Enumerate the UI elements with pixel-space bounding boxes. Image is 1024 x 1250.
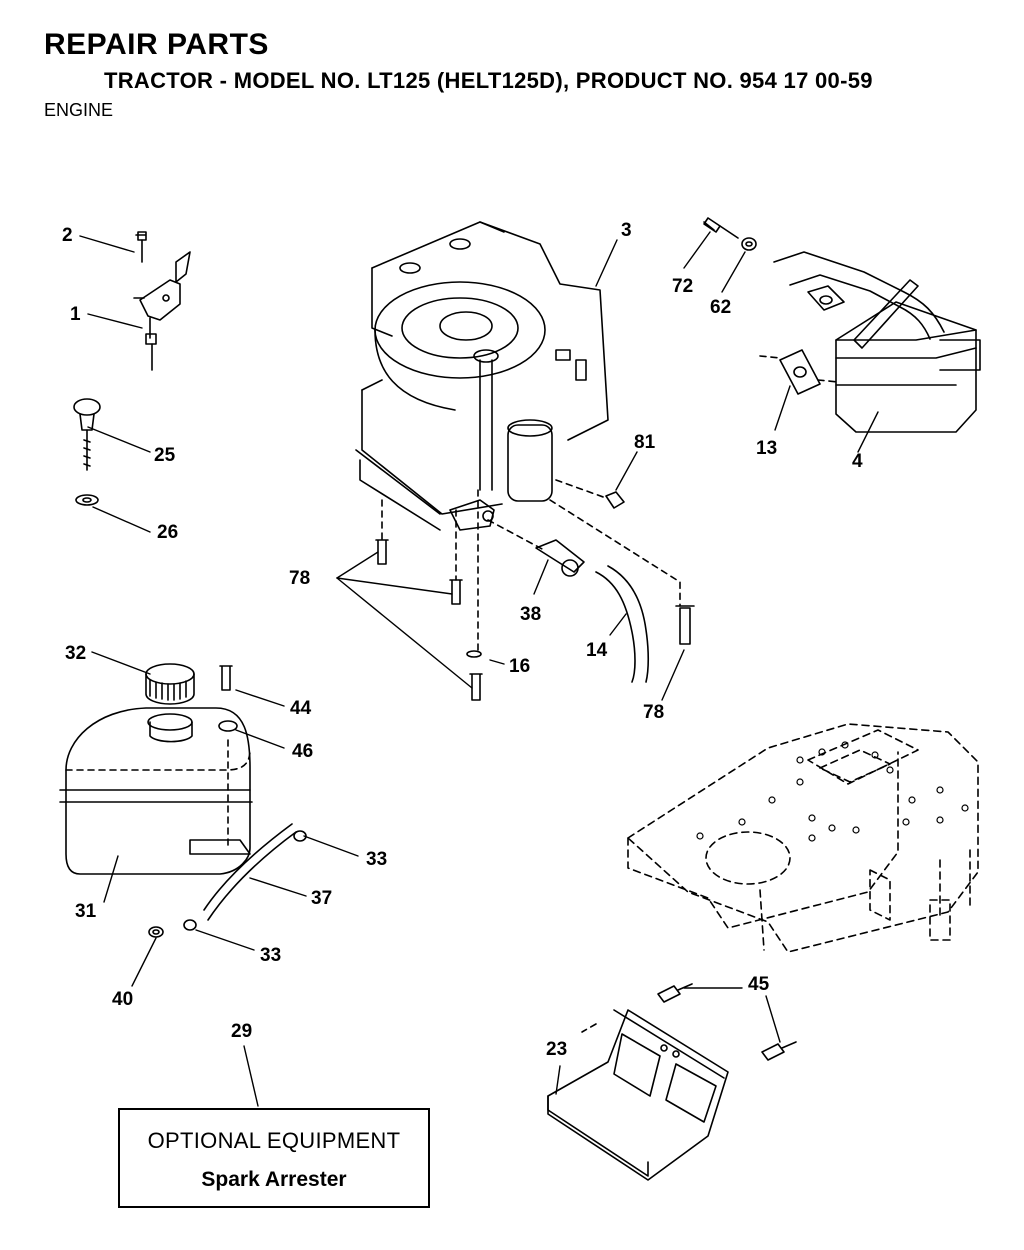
page-title: REPAIR PARTS	[44, 28, 269, 61]
callout-25: 25	[154, 445, 176, 466]
engine-drawing	[355, 221, 609, 531]
section-label: ENGINE	[44, 100, 114, 120]
callout-1: 1	[70, 304, 81, 325]
frame-holes	[696, 741, 969, 842]
callout-16: 16	[509, 656, 530, 677]
optional-equipment-box: OPTIONAL EQUIPMENT Spark Arrester	[118, 1108, 430, 1208]
callout-46: 46	[292, 741, 313, 762]
muffler-drawing	[703, 217, 981, 433]
callout-81: 81	[634, 432, 656, 453]
callout-62: 62	[710, 297, 731, 318]
callout-23: 23	[546, 1039, 567, 1060]
choke-knob-drawing	[73, 398, 101, 506]
callout-3: 3	[621, 220, 632, 241]
tractor-frame-drawing	[627, 723, 979, 953]
callout-33b: 33	[260, 945, 281, 966]
fuel-fittings-drawing	[375, 479, 695, 701]
callout-33a: 33	[366, 849, 387, 870]
model-subtitle: TRACTOR - MODEL NO. LT125 (HELT125D), PR…	[104, 68, 873, 93]
callout-14: 14	[586, 640, 608, 661]
spark-arrester-label: Spark Arrester	[201, 1168, 347, 1191]
throttle-control-drawing	[133, 231, 191, 371]
callout-38: 38	[520, 604, 541, 625]
callout-2: 2	[62, 225, 73, 246]
callout-72: 72	[672, 276, 693, 297]
callout-45: 45	[748, 974, 770, 995]
fuel-tank-drawing	[59, 663, 307, 938]
callout-13: 13	[756, 438, 777, 459]
callout-44: 44	[290, 698, 312, 719]
callout-4: 4	[852, 451, 863, 472]
callout-29: 29	[231, 1021, 252, 1042]
leader-lines	[79, 231, 879, 1107]
callout-37: 37	[311, 888, 332, 909]
callout-78b: 78	[643, 702, 664, 723]
callout-78a: 78	[289, 568, 310, 589]
heat-shield-drawing	[547, 983, 797, 1181]
optional-equipment-heading: OPTIONAL EQUIPMENT	[147, 1128, 401, 1153]
callout-32: 32	[65, 643, 86, 664]
callout-31: 31	[75, 901, 97, 922]
callout-26: 26	[157, 522, 178, 543]
callout-40: 40	[112, 989, 133, 1010]
